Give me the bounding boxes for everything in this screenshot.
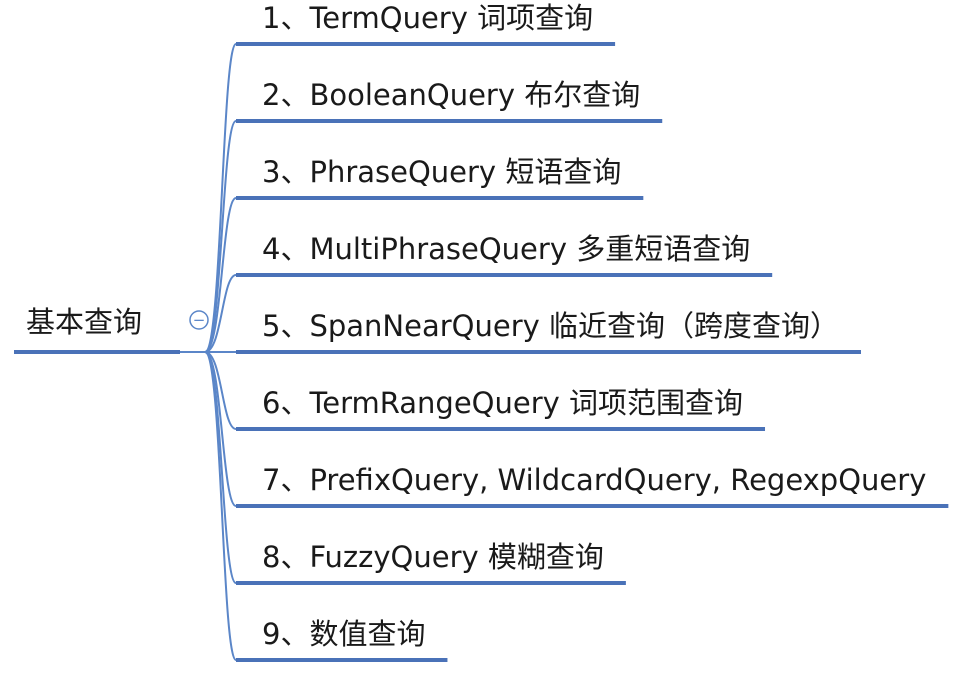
branch-label: 6、TermRangeQuery 词项范围查询	[262, 386, 743, 420]
branch-label: 3、PhraseQuery 短语查询	[262, 155, 621, 189]
root-label: 基本查询	[26, 305, 142, 339]
root-node[interactable]: 基本查询	[14, 305, 180, 354]
branch-label: 4、MultiPhraseQuery 多重短语查询	[262, 232, 750, 266]
branch-label: 1、TermQuery 词项查询	[262, 1, 593, 35]
branch-node[interactable]: 2、BooleanQuery 布尔查询	[236, 78, 663, 123]
branch-connector	[204, 120, 237, 353]
branch-label: 2、BooleanQuery 布尔查询	[262, 78, 640, 112]
collapse-toggle-symbol: −	[193, 311, 206, 329]
branch-node[interactable]: 4、MultiPhraseQuery 多重短语查询	[236, 232, 773, 277]
collapse-toggle[interactable]: −	[189, 310, 209, 330]
branch-label: 8、FuzzyQuery 模糊查询	[262, 540, 604, 574]
branch-label: 9、数值查询	[262, 617, 425, 651]
branch-label: 7、PrefixQuery, WildcardQuery, RegexpQuer…	[262, 463, 926, 497]
branch-connector	[204, 274, 237, 353]
branch-node[interactable]: 3、PhraseQuery 短语查询	[236, 155, 644, 200]
branch-node[interactable]: 5、SpanNearQuery 临近查询（跨度查询）	[236, 309, 861, 354]
branch-connectors	[204, 43, 237, 661]
collapse-toggle-circle-icon[interactable]	[189, 310, 209, 330]
branch-connector	[204, 43, 237, 353]
branch-connector	[204, 197, 237, 353]
branch-node[interactable]: 7、PrefixQuery, WildcardQuery, RegexpQuer…	[236, 463, 949, 508]
branch-node[interactable]: 9、数值查询	[236, 617, 448, 662]
branch-list: 1、TermQuery 词项查询 2、BooleanQuery 布尔查询 3、Phr…	[236, 1, 949, 662]
branch-connector	[204, 351, 237, 430]
branch-label: 5、SpanNearQuery 临近查询（跨度查询）	[262, 309, 839, 343]
branch-node[interactable]: 6、TermRangeQuery 词项范围查询	[236, 386, 766, 431]
branch-node[interactable]: 1、TermQuery 词项查询	[236, 1, 616, 46]
branch-node[interactable]: 8、FuzzyQuery 模糊查询	[236, 540, 626, 585]
branch-connector	[204, 351, 237, 661]
